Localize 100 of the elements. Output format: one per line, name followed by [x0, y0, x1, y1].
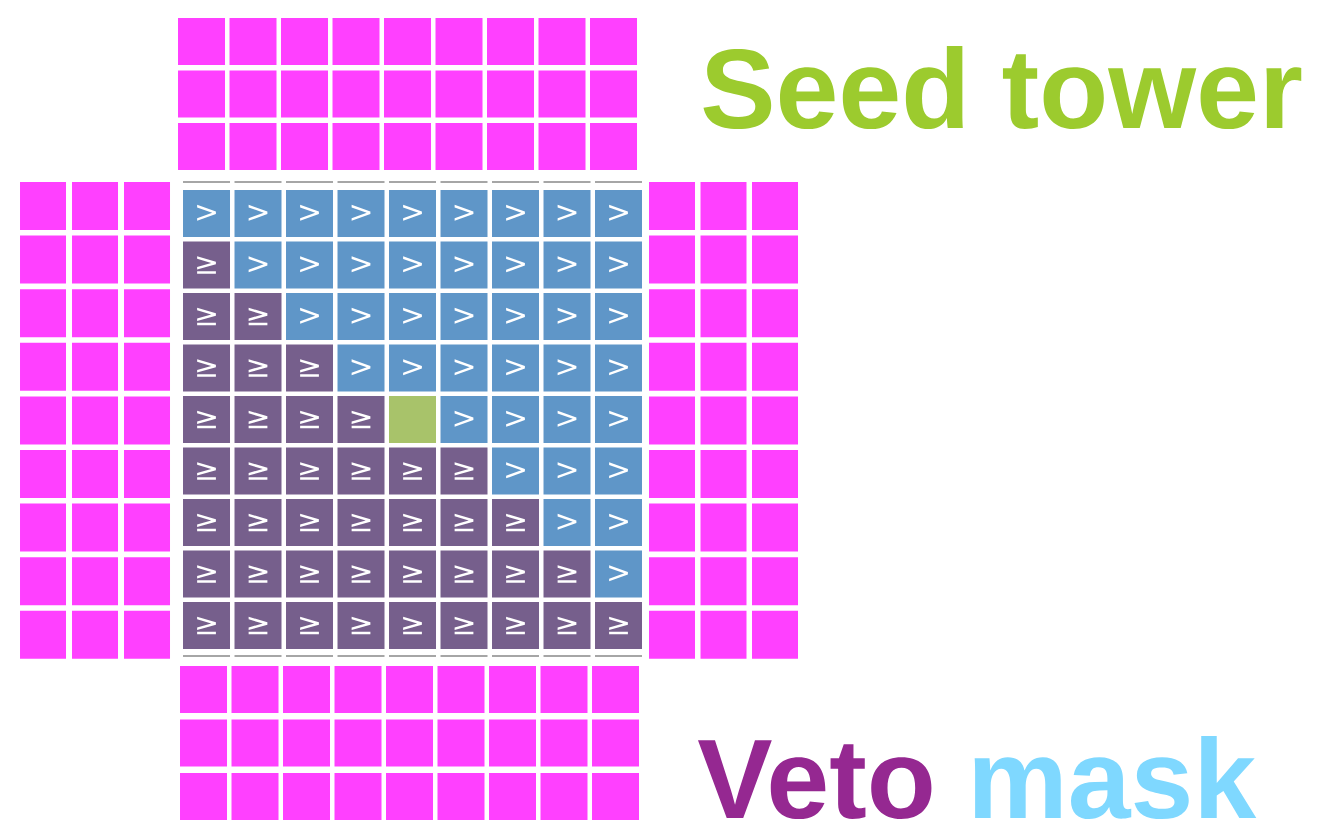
- outer-cell: [700, 610, 747, 659]
- outer-cell: [700, 503, 747, 552]
- outer-cell: [20, 182, 66, 230]
- veto-cell: ≥: [234, 602, 282, 649]
- outer-cell: [124, 235, 170, 284]
- veto-cell: ≥: [543, 550, 591, 598]
- outer-cell: [124, 289, 170, 338]
- mask-cell: >: [543, 396, 591, 443]
- mask-cell: >: [595, 293, 642, 340]
- mask-cell: >: [389, 344, 436, 392]
- label: Seed tower: [703, 46, 1302, 130]
- outer-cell: [334, 719, 382, 767]
- outer-cell: [229, 123, 277, 170]
- outer-cell: [649, 396, 695, 445]
- mask-cell: >: [543, 190, 591, 237]
- mask-cell: >: [389, 293, 436, 340]
- veto-cell: ≥: [286, 550, 333, 598]
- outer-cell: [489, 719, 536, 767]
- outer-cell: [489, 773, 536, 820]
- outer-cell: [334, 666, 382, 713]
- outer-cell: [590, 70, 637, 118]
- outer-cell: [487, 70, 534, 118]
- mask-cell: >: [595, 499, 642, 546]
- veto-cell: ≥: [286, 602, 333, 649]
- outer-cell: [283, 773, 330, 820]
- veto-cell: ≥: [440, 550, 488, 598]
- veto-cell: ≥: [595, 602, 642, 649]
- veto-cell: ≥: [183, 293, 230, 340]
- outer-cell: [72, 182, 118, 230]
- mask-cell: >: [543, 241, 591, 289]
- mask-cell: >: [234, 190, 282, 237]
- outer-cell: [435, 123, 483, 170]
- mask-cell: >: [543, 344, 591, 392]
- outer-cell: [752, 235, 798, 284]
- outer-cell: [435, 18, 483, 65]
- mask-cell: >: [440, 241, 488, 289]
- outer-cell: [283, 719, 330, 767]
- mask-cell: >: [286, 241, 333, 289]
- outer-cell: [124, 182, 170, 230]
- outer-cell: [72, 235, 118, 284]
- mask-cell: >: [543, 447, 591, 495]
- veto-cell: ≥: [234, 396, 282, 443]
- veto-cell: ≥: [492, 602, 539, 649]
- mask-cell: >: [286, 293, 333, 340]
- outer-cell: [649, 182, 695, 230]
- outer-cell: [384, 70, 431, 118]
- outer-cell: [435, 70, 483, 118]
- outer-cell: [124, 503, 170, 552]
- outer-cell: [649, 610, 695, 659]
- outer-cell: [649, 289, 695, 338]
- outer-cell: [72, 610, 118, 659]
- outer-cell: [20, 235, 66, 284]
- veto-cell: ≥: [492, 550, 539, 598]
- label: mask: [974, 736, 1257, 820]
- mask-cell: >: [595, 241, 642, 289]
- outer-cell: [700, 450, 747, 498]
- veto-cell: ≥: [337, 396, 385, 443]
- outer-cell: [752, 289, 798, 338]
- veto-cell: ≥: [234, 499, 282, 546]
- outer-cell: [592, 773, 639, 820]
- veto-cell: ≥: [492, 499, 539, 546]
- veto-cell: ≥: [389, 602, 436, 649]
- veto-cell: ≥: [286, 396, 333, 443]
- veto-cell: ≥: [234, 550, 282, 598]
- veto-cell: ≥: [234, 447, 282, 495]
- outer-cell: [178, 123, 225, 170]
- outer-cell: [487, 18, 534, 65]
- outer-cell: [700, 396, 747, 445]
- veto-cell: ≥: [543, 602, 591, 649]
- veto-cell: ≥: [234, 293, 282, 340]
- outer-cell: [180, 666, 227, 713]
- mask-cell: >: [389, 190, 436, 237]
- outer-cell: [20, 610, 66, 659]
- outer-cell: [590, 123, 637, 170]
- outer-cell: [231, 719, 279, 767]
- outer-cell: [72, 396, 118, 445]
- outer-cell: [752, 396, 798, 445]
- outer-cell: [700, 557, 747, 606]
- mask-cell: >: [492, 293, 539, 340]
- outer-cell: [649, 235, 695, 284]
- outer-cell: [20, 396, 66, 445]
- mask-cell: >: [492, 344, 539, 392]
- outer-cell: [124, 342, 170, 391]
- mask-cell: >: [440, 396, 488, 443]
- outer-cell: [178, 18, 225, 65]
- veto-cell: ≥: [440, 447, 488, 495]
- veto-cell: ≥: [389, 499, 436, 546]
- outer-cell: [700, 235, 747, 284]
- mask-cell: >: [595, 190, 642, 237]
- outer-cell: [649, 557, 695, 606]
- veto-cell: ≥: [183, 344, 230, 392]
- outer-cell: [281, 18, 328, 65]
- outer-cell: [231, 773, 279, 820]
- veto-cell: ≥: [337, 550, 385, 598]
- mask-cell: >: [440, 344, 488, 392]
- outer-cell: [384, 123, 431, 170]
- veto-cell: ≥: [183, 499, 230, 546]
- veto-cell: ≥: [183, 447, 230, 495]
- outer-cell: [281, 70, 328, 118]
- outer-cell: [124, 450, 170, 498]
